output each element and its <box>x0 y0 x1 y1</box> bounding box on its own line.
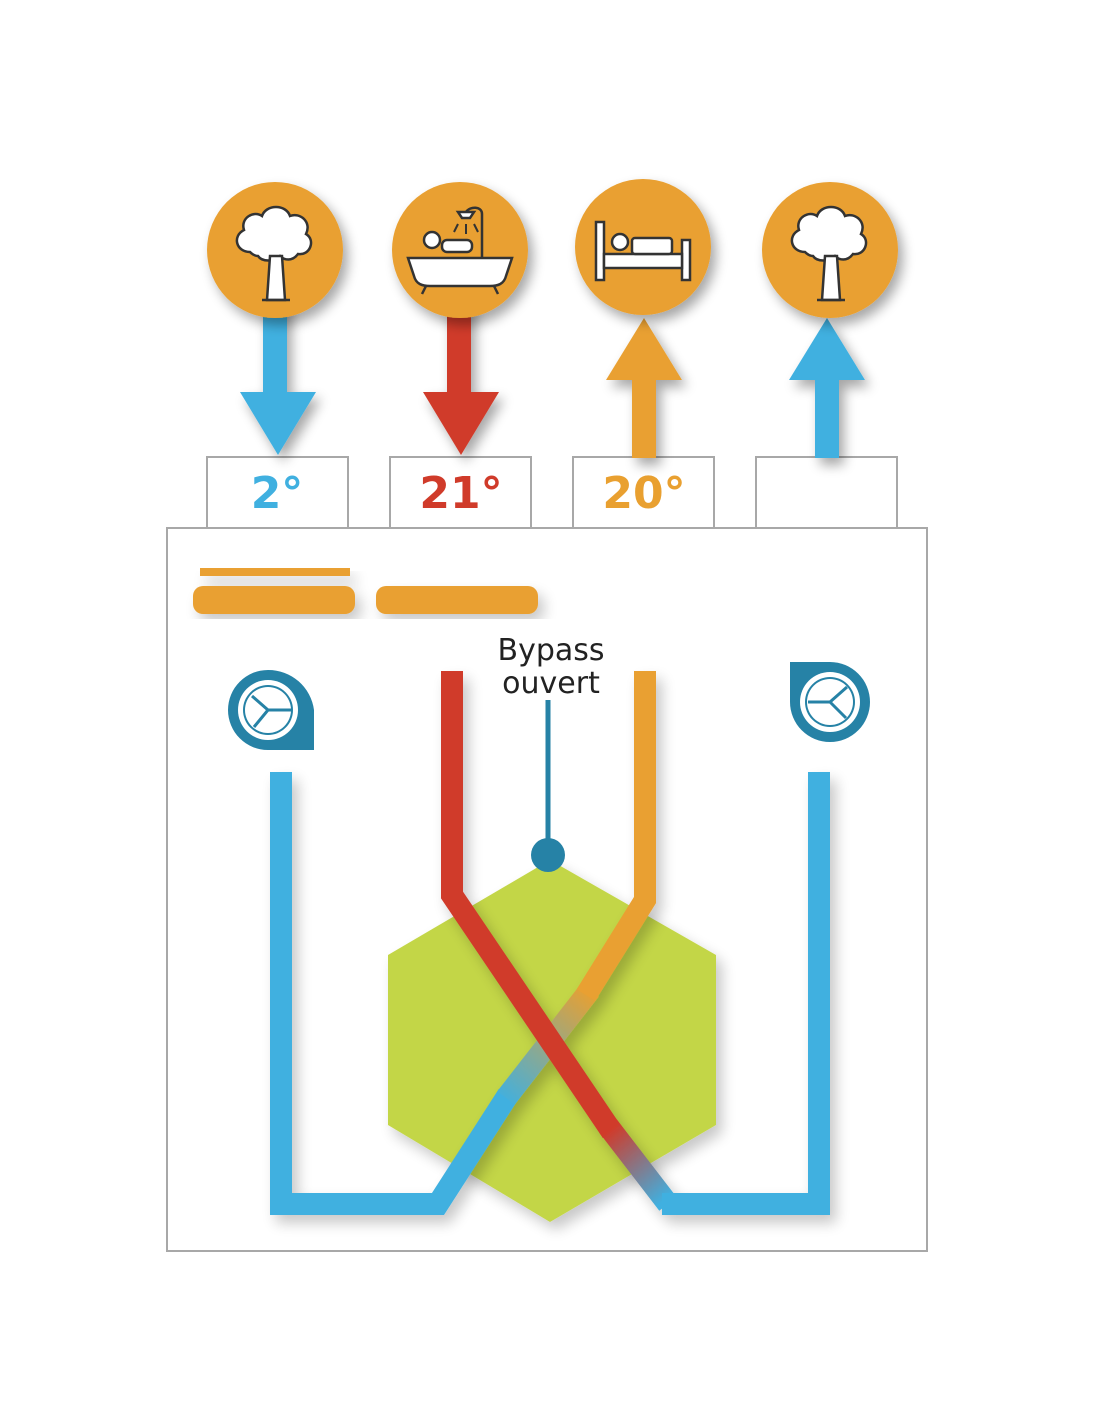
temperature-boxes <box>206 456 898 529</box>
temperature-box-4 <box>755 456 898 529</box>
tree-icon <box>235 205 313 302</box>
temperature-box-2 <box>389 456 532 529</box>
indicator-bar-2 <box>376 586 538 614</box>
arrow-up-orange <box>606 318 682 458</box>
temperature-label-1: 2° <box>251 468 304 519</box>
bed-icon <box>594 220 692 282</box>
air-ducts <box>270 671 830 1215</box>
circle-outdoor-2 <box>762 182 898 318</box>
bypass-knob <box>531 838 565 872</box>
arrow-up-blue <box>789 318 865 458</box>
arrow-down-blue <box>240 300 316 455</box>
circle-bathroom <box>392 182 528 318</box>
bypass-label-line2: ouvert <box>502 666 600 701</box>
bypass-label-line1: Bypass <box>497 633 604 668</box>
fan-right-icon <box>790 662 870 742</box>
arrow-down-red <box>423 300 499 455</box>
circle-outdoor-1 <box>207 182 343 318</box>
temperature-label-3: 20° <box>602 468 685 519</box>
flow-arrows <box>240 300 865 458</box>
tree-icon <box>790 205 868 302</box>
temperature-label-2: 21° <box>419 468 502 519</box>
indicator-bar-thin <box>200 568 350 576</box>
duct-supply-orange <box>576 671 656 1001</box>
fan-left-icon <box>228 669 314 750</box>
duct-extract-transition <box>599 1119 677 1211</box>
indicator-bar-1 <box>193 586 355 614</box>
control-panel <box>193 568 538 614</box>
temperature-box-1 <box>206 456 349 529</box>
temperature-box-3 <box>572 456 715 529</box>
duct-extract-red <box>441 671 622 1139</box>
bath-shower-icon <box>406 206 514 295</box>
duct-exhaust-blue <box>662 772 830 1215</box>
circle-bedroom <box>575 179 711 315</box>
duct-fresh-air-blue <box>270 772 518 1215</box>
